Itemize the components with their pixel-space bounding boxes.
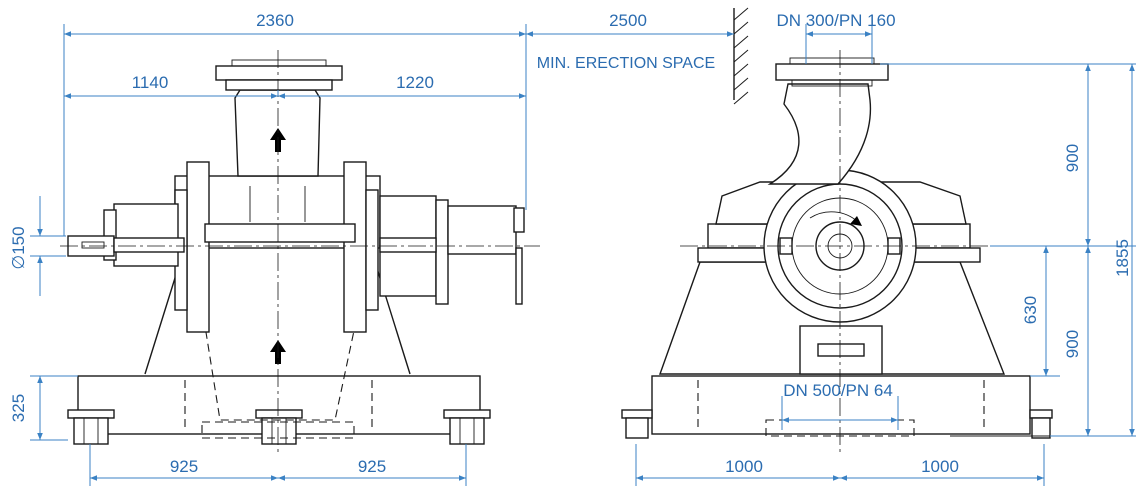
label-width-overall: 2360 <box>256 11 294 30</box>
end-foot-right <box>1029 409 1053 439</box>
end-foot-left <box>621 409 653 439</box>
wall-hatch-symbol <box>733 7 749 105</box>
label-discharge-height: 900 <box>1063 144 1082 172</box>
dimension-labels: 2360 2500 MIN. ERECTION SPACE 1140 1220 … <box>9 11 1132 476</box>
label-foot-left-right: 925 <box>358 457 386 476</box>
label-total-height: 1855 <box>1113 239 1132 277</box>
end-discharge-nozzle <box>767 83 872 185</box>
label-shaft-height: 900 <box>1063 330 1082 358</box>
label-erection-space-value: 2500 <box>609 11 647 30</box>
label-shaft-diameter: ∅150 <box>9 226 28 269</box>
label-right-offset: 1220 <box>396 73 434 92</box>
side-foot-left <box>67 409 115 445</box>
label-erection-space: MIN. ERECTION SPACE <box>537 55 715 72</box>
end-discharge-flange <box>775 63 889 81</box>
dimensions <box>30 24 1136 486</box>
side-discharge-flange <box>215 65 343 81</box>
label-discharge-flange: DN 300/PN 160 <box>776 11 895 30</box>
side-foot-center <box>255 409 303 445</box>
label-suction-flange: DN 500/PN 64 <box>783 381 893 400</box>
label-suction-offset: 630 <box>1021 296 1040 324</box>
side-view <box>60 50 540 455</box>
label-foot-left-left: 925 <box>170 457 198 476</box>
label-foot-right-right: 1000 <box>921 457 959 476</box>
side-foot-right <box>443 409 491 445</box>
end-base-frame <box>651 375 1031 435</box>
label-foot-right-left: 1000 <box>725 457 763 476</box>
end-view <box>621 50 1090 455</box>
label-left-offset: 1140 <box>132 73 169 92</box>
label-base-height: 325 <box>9 394 28 422</box>
